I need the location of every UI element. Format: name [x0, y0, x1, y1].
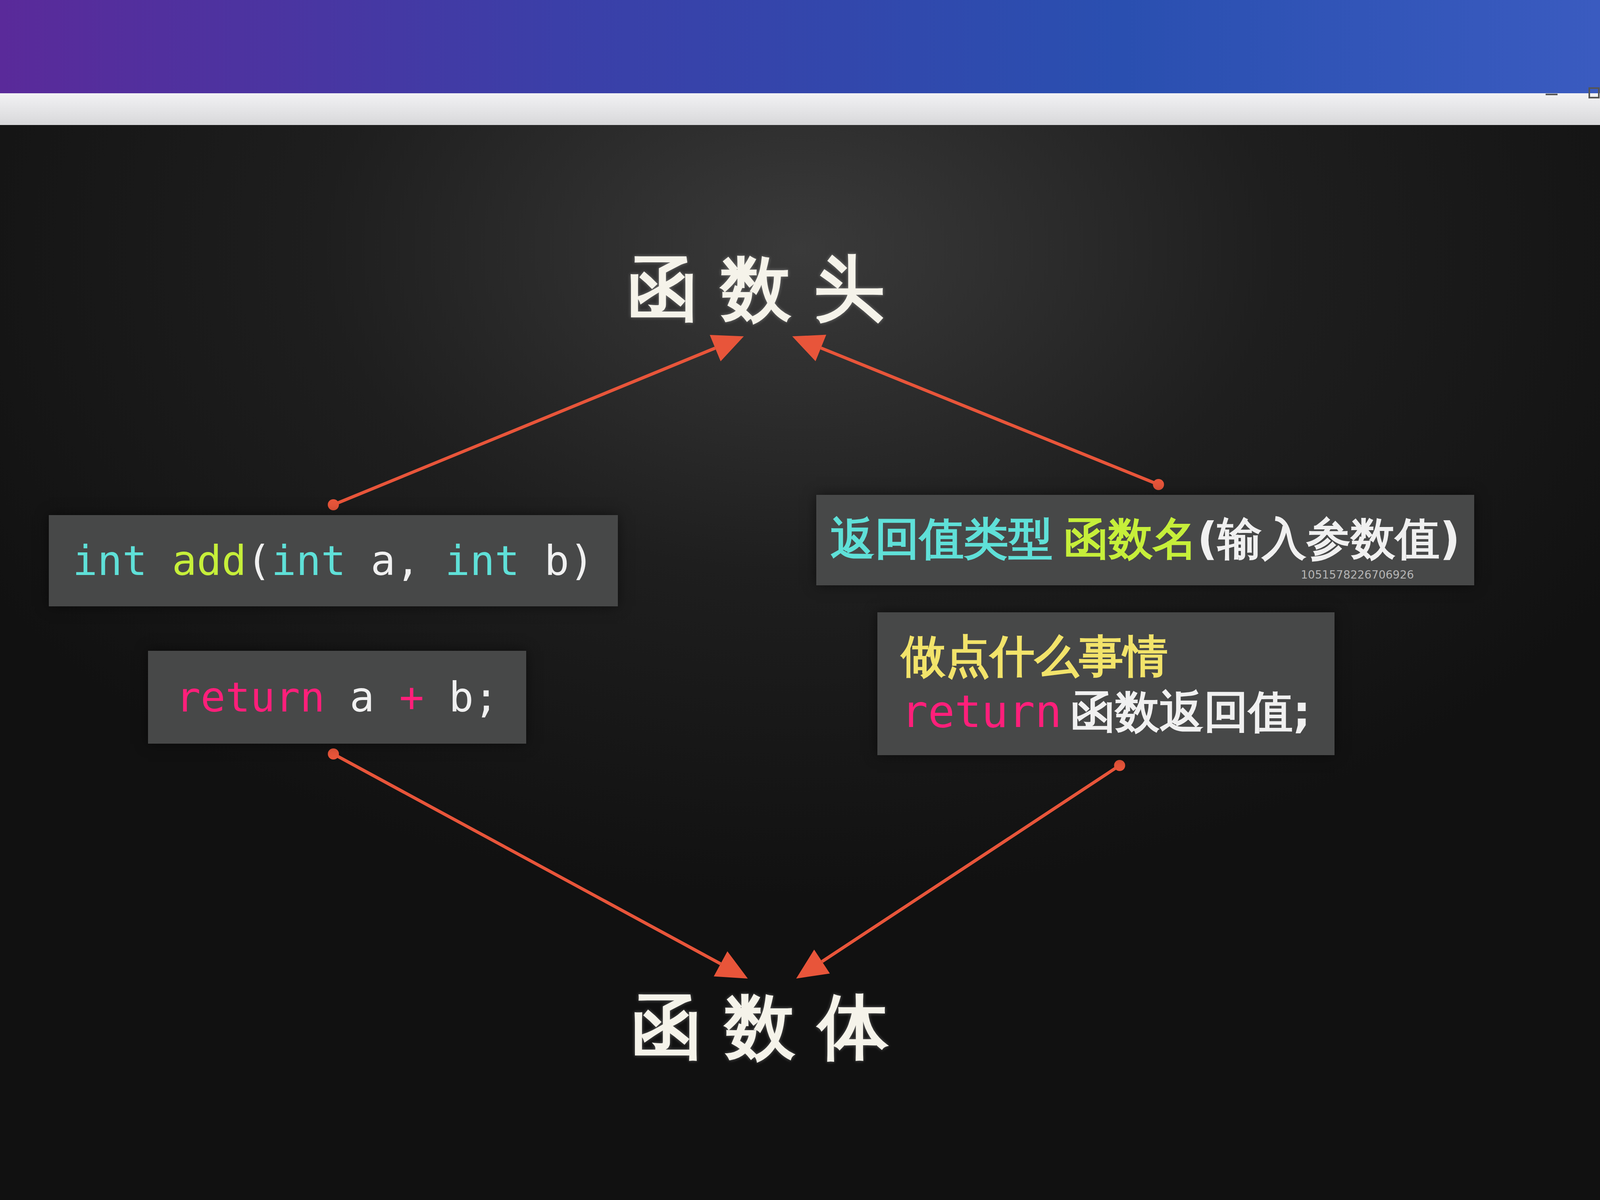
maximize-icon [1589, 88, 1599, 98]
node-text: b) [544, 534, 595, 587]
connector-line [821, 348, 1159, 485]
title-node: 函数体 [608, 984, 912, 1070]
node-text: (输入参数值) [1197, 510, 1460, 567]
window-bar [0, 93, 1600, 125]
node-text: ( [246, 534, 272, 587]
node-text: int [72, 534, 148, 587]
watermark: 1051578226706926 [1300, 568, 1414, 582]
node-text: + [399, 671, 425, 724]
title-node: 函数头 [604, 246, 908, 331]
arrowhead [709, 334, 745, 362]
code-box: intadd(inta,intb) [48, 515, 618, 607]
node-text: 函数头 [627, 246, 908, 331]
arrow-connector [327, 334, 744, 511]
desktop-strip [0, 0, 1600, 96]
arrow-connector [327, 748, 748, 979]
arrow-connector [796, 759, 1125, 979]
node-text: b; [448, 671, 499, 724]
connector-line [333, 348, 716, 505]
node-text: 函数名 [1063, 510, 1198, 567]
node-text: return [175, 671, 325, 724]
node-text: a, [370, 534, 421, 587]
tail-dot [1113, 759, 1125, 772]
dark-slide [0, 119, 1600, 1200]
code-box: returna + b; [148, 650, 527, 744]
node-text: add [171, 534, 247, 587]
node-text: return [901, 683, 1062, 740]
template-box: 做点什么事情return函数返回值; [877, 612, 1335, 756]
node-text: 函数体 [631, 984, 912, 1070]
connector-line [821, 765, 1120, 962]
arrowhead [796, 949, 830, 979]
node-text: int [445, 534, 520, 587]
node-text: 做点什么事情 [901, 628, 1168, 684]
arrowhead [713, 951, 749, 979]
minimize-icon [1545, 93, 1558, 96]
tail-dot [327, 499, 339, 511]
arrowhead [792, 334, 827, 362]
node-text: 函数返回值; [1070, 683, 1311, 740]
connector-line [333, 753, 721, 964]
tail-dot [1152, 478, 1164, 491]
node-text: int [271, 534, 347, 587]
node-text: 返回值类型 [830, 510, 1053, 567]
tail-dot [327, 748, 339, 760]
node-text: a [349, 671, 375, 724]
arrow-connector [792, 334, 1164, 491]
